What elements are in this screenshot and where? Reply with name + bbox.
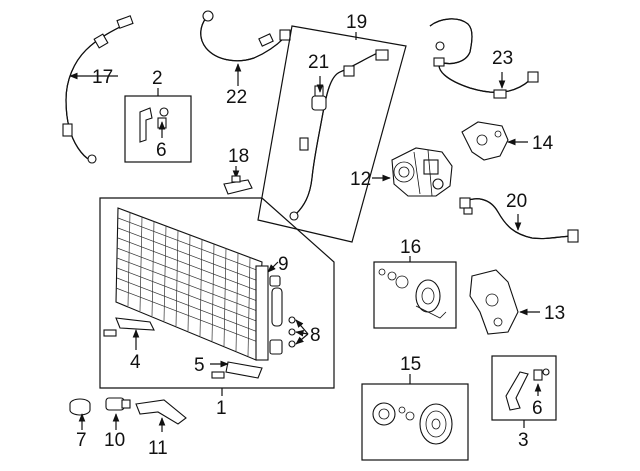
bracket-18 (223, 175, 253, 195)
hose-22 (200, 10, 291, 62)
callout-23: 23 (492, 48, 513, 69)
callout-9: 9 (278, 254, 289, 275)
callout-17: 17 (92, 67, 113, 88)
callout-19: 19 (346, 12, 367, 33)
receiver-9 (269, 275, 281, 287)
callout-10: 10 (104, 430, 125, 451)
callout-3: 3 (518, 430, 529, 451)
callout-5: 5 (194, 355, 205, 376)
pressure-switch-21 (311, 85, 327, 111)
compressor-12 (391, 147, 453, 197)
box-16 (373, 261, 457, 329)
hose-23 (429, 18, 539, 99)
callout-8: 8 (310, 325, 321, 346)
clutch-coil-16 (378, 268, 447, 319)
hose-20 (459, 197, 579, 243)
bracket-3 (505, 368, 550, 411)
box-3 (491, 355, 557, 421)
callout-18: 18 (228, 146, 249, 167)
callout-12: 12 (350, 169, 371, 190)
bracket-2 (139, 107, 169, 143)
callout-21: 21 (308, 52, 329, 73)
callout-11: 11 (148, 438, 168, 459)
callout-15: 15 (400, 354, 421, 375)
bracket-4 (103, 317, 155, 337)
leader-8a (295, 319, 309, 335)
box-2 (124, 95, 192, 163)
bracket-11 (135, 399, 187, 425)
clutch-15 (372, 402, 453, 445)
callout-2: 2 (152, 68, 163, 89)
callout-20: 20 (506, 191, 527, 212)
leader-8c (295, 333, 309, 345)
box-15 (361, 383, 469, 461)
condenser-1 (115, 207, 269, 361)
box-19 (257, 25, 407, 243)
box-1 (99, 197, 335, 389)
callout-6b: 6 (532, 398, 543, 419)
callout-22: 22 (226, 87, 247, 108)
hose-17 (62, 15, 134, 164)
cap-7 (69, 398, 91, 416)
tube-19 (289, 49, 389, 221)
callout-13: 13 (544, 303, 565, 324)
callout-4: 4 (130, 352, 141, 373)
callout-7: 7 (76, 430, 87, 451)
desiccant-8 (269, 287, 296, 355)
valve-10 (105, 397, 131, 411)
callout-1: 1 (216, 398, 227, 419)
leader-8b (295, 329, 309, 337)
mount-13 (469, 269, 519, 335)
callout-6a: 6 (156, 140, 167, 161)
leader-9 (267, 261, 279, 273)
callout-16: 16 (400, 237, 421, 258)
bracket-14 (461, 121, 509, 161)
bracket-5 (211, 361, 263, 379)
callout-14: 14 (532, 133, 554, 154)
